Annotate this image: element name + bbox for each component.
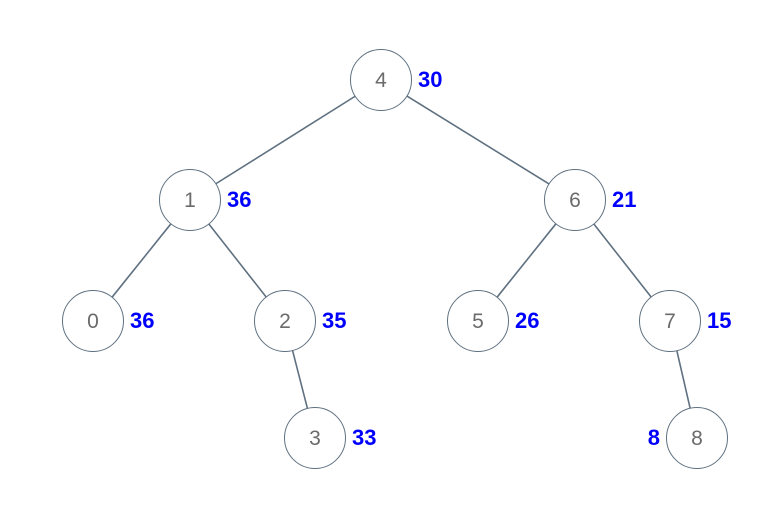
tree-node-weight-0: 36 [130, 308, 155, 333]
tree-node-weight-5: 26 [515, 308, 540, 333]
tree-node-label: 3 [309, 426, 321, 450]
tree-node-weight-1: 36 [227, 187, 252, 212]
tree-node-weight-8: 8 [647, 425, 660, 450]
tree-node-3[interactable]: 3 [284, 407, 346, 469]
tree-node-weight-2: 35 [322, 308, 347, 333]
tree-node-1[interactable]: 1 [159, 169, 221, 231]
tree-edge-2-3 [291, 350, 309, 409]
tree-edge-4-6 [406, 95, 550, 185]
tree-node-weight-3: 33 [352, 425, 377, 450]
tree-edge-1-2 [208, 223, 267, 298]
tree-node-4[interactable]: 4 [350, 49, 412, 111]
tree-node-7[interactable]: 7 [639, 290, 701, 352]
tree-node-label: 1 [184, 188, 196, 212]
tree-edge-1-0 [111, 223, 172, 298]
tree-node-label: 6 [569, 188, 581, 212]
tree-edge-6-5 [496, 223, 557, 298]
tree-node-weight-7: 15 [707, 308, 732, 333]
tree-node-5[interactable]: 5 [447, 290, 509, 352]
tree-node-8[interactable]: 8 [666, 407, 728, 469]
tree-node-label: 4 [375, 68, 387, 92]
tree-node-label: 8 [691, 426, 703, 450]
tree-node-weight-4: 30 [418, 67, 443, 92]
tree-node-2[interactable]: 2 [254, 290, 316, 352]
tree-edge-6-7 [593, 223, 652, 298]
tree-edge-4-1 [215, 95, 356, 185]
tree-node-label: 2 [279, 309, 291, 333]
tree-node-label: 0 [87, 309, 99, 333]
tree-node-0[interactable]: 0 [62, 290, 124, 352]
tree-node-label: 7 [664, 309, 676, 333]
tree-edge-7-8 [676, 350, 691, 409]
tree-node-6[interactable]: 6 [544, 169, 606, 231]
tree-node-weight-6: 21 [612, 187, 637, 212]
tree-node-label: 5 [472, 309, 484, 333]
